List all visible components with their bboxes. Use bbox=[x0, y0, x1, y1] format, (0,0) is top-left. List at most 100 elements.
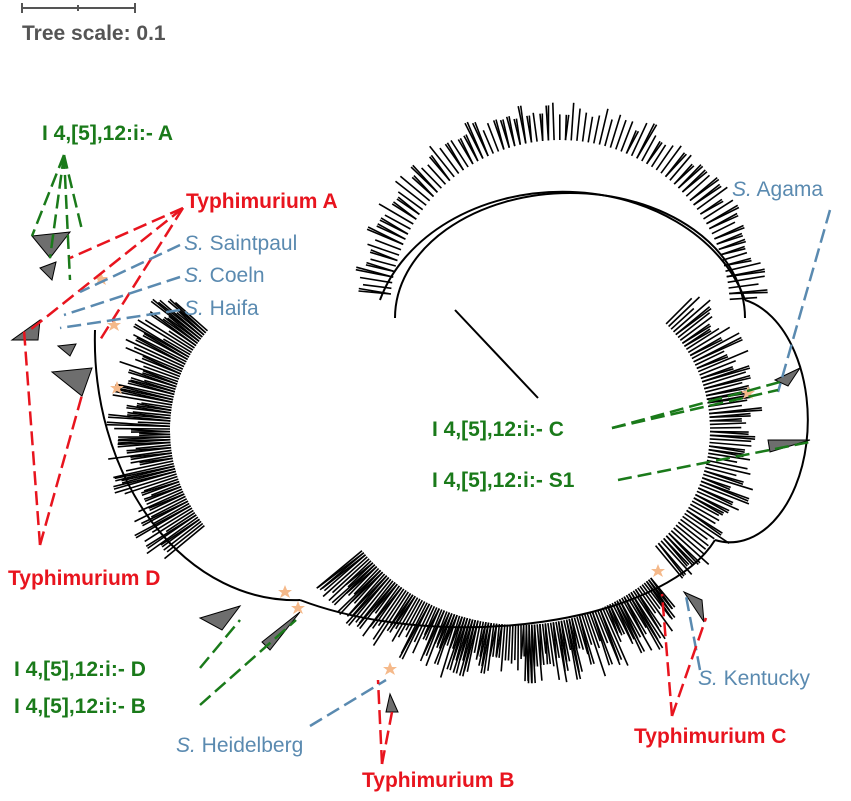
leaf-branch bbox=[367, 226, 404, 246]
leaf-branch bbox=[655, 145, 674, 171]
leaf-branch bbox=[142, 370, 178, 385]
leaf-branch bbox=[128, 380, 175, 396]
leaf-branch bbox=[665, 297, 693, 325]
leaf-branch bbox=[146, 488, 183, 506]
leaf-branch bbox=[632, 590, 666, 640]
node-stars bbox=[94, 272, 755, 675]
leaf-branch bbox=[168, 330, 195, 349]
leaf-branch bbox=[487, 623, 495, 671]
leaf-branch bbox=[697, 349, 749, 373]
leaf-branch bbox=[163, 520, 202, 551]
leaf-branch bbox=[639, 585, 674, 632]
leaf-branch bbox=[703, 199, 734, 220]
leaf-branch bbox=[643, 582, 672, 619]
leaf-branch bbox=[362, 585, 401, 637]
leaf-branch bbox=[127, 411, 171, 420]
leaf-branch bbox=[677, 165, 704, 189]
leaf-branch bbox=[486, 122, 500, 152]
leaf-branch bbox=[439, 615, 461, 678]
leaf-branch bbox=[446, 142, 465, 171]
leaf-branch bbox=[465, 134, 479, 162]
leaf-branch bbox=[615, 119, 627, 150]
leaf-branch bbox=[593, 115, 601, 144]
leaf-branch bbox=[688, 506, 716, 525]
leaf-branch bbox=[478, 622, 490, 666]
leaf-branch bbox=[459, 137, 474, 165]
leaf-branch bbox=[686, 509, 722, 536]
leaf-branch bbox=[413, 604, 433, 643]
leaf-branch bbox=[430, 154, 451, 182]
leaf-branch bbox=[514, 624, 517, 661]
leaf-branch bbox=[555, 621, 568, 683]
leaf-branch bbox=[433, 614, 456, 664]
leaf-branch bbox=[148, 493, 185, 510]
leaf-branch bbox=[405, 599, 424, 631]
leaf-branch bbox=[689, 503, 720, 522]
leaf-branch bbox=[708, 452, 751, 461]
leaf-branch bbox=[160, 518, 200, 546]
leaf-branch bbox=[134, 323, 190, 358]
leaf-branch bbox=[541, 623, 547, 654]
leaf-branch bbox=[660, 540, 693, 575]
leaf-branch bbox=[682, 515, 715, 540]
leaf-branch bbox=[586, 613, 601, 649]
leaf-branch bbox=[694, 350, 725, 366]
leaf-branch bbox=[700, 368, 734, 380]
leaf-branch bbox=[628, 593, 661, 650]
leaf-branch bbox=[139, 457, 173, 464]
leaf-branch bbox=[358, 287, 391, 295]
leaf-branch bbox=[570, 102, 575, 141]
leaf-branch bbox=[322, 556, 368, 598]
leaf-branch bbox=[702, 371, 747, 387]
leaf-branch bbox=[144, 379, 176, 390]
leaf-branch bbox=[429, 145, 455, 178]
leaf-branch bbox=[112, 394, 173, 406]
leaf-branch bbox=[377, 223, 406, 240]
leaf-branch bbox=[604, 119, 613, 147]
leaf-branch bbox=[130, 429, 171, 433]
leaf-branch bbox=[547, 622, 555, 667]
leaf-branch bbox=[114, 465, 175, 480]
leaf-branch bbox=[495, 119, 505, 150]
leaf-branch bbox=[704, 377, 751, 390]
leaf-branch bbox=[616, 600, 643, 654]
leaf-branch bbox=[450, 139, 469, 168]
leaf-branch bbox=[677, 312, 711, 339]
leaf-branch bbox=[393, 201, 417, 220]
leaf-branch bbox=[693, 338, 743, 363]
leaf-branch bbox=[515, 118, 522, 145]
leaf-branch bbox=[143, 485, 182, 500]
leaf-branch bbox=[412, 605, 436, 654]
leaf-branch bbox=[706, 392, 747, 401]
leaf-branch bbox=[108, 449, 172, 460]
leaf-branch bbox=[637, 587, 657, 614]
leaf-branch bbox=[163, 524, 205, 560]
leaf-branch bbox=[135, 444, 171, 450]
leaf-branch bbox=[119, 360, 179, 383]
leaf-branch bbox=[113, 462, 174, 479]
leaf-branch bbox=[125, 460, 174, 472]
leaf-branch bbox=[705, 463, 751, 475]
leaf-branch bbox=[174, 301, 209, 332]
leaf-branch bbox=[625, 594, 647, 629]
leaf-branch bbox=[679, 315, 713, 341]
leaf-branch bbox=[720, 247, 746, 256]
callout-lines bbox=[22, 154, 832, 765]
leaf-branch bbox=[581, 615, 593, 645]
leaf-branch bbox=[140, 500, 189, 525]
leaf-branch bbox=[397, 196, 420, 216]
leaf-branch bbox=[336, 569, 382, 613]
leaf-branch bbox=[380, 217, 409, 235]
leaf-branch bbox=[544, 623, 549, 665]
leaf-branch bbox=[466, 121, 484, 159]
leaf-branch bbox=[709, 434, 756, 440]
label-typhimurium-a: Typhimurium A bbox=[186, 190, 338, 213]
leaf-branch bbox=[106, 421, 171, 428]
leaf-branch bbox=[669, 154, 692, 181]
leaf-branch bbox=[452, 618, 471, 673]
tree-scale: Tree scale: 0.1 bbox=[21, 3, 166, 45]
leaf-branch bbox=[413, 175, 435, 198]
leaf-branch bbox=[704, 470, 744, 486]
tree-backbone bbox=[93, 190, 809, 629]
leaf-branch bbox=[359, 276, 393, 284]
